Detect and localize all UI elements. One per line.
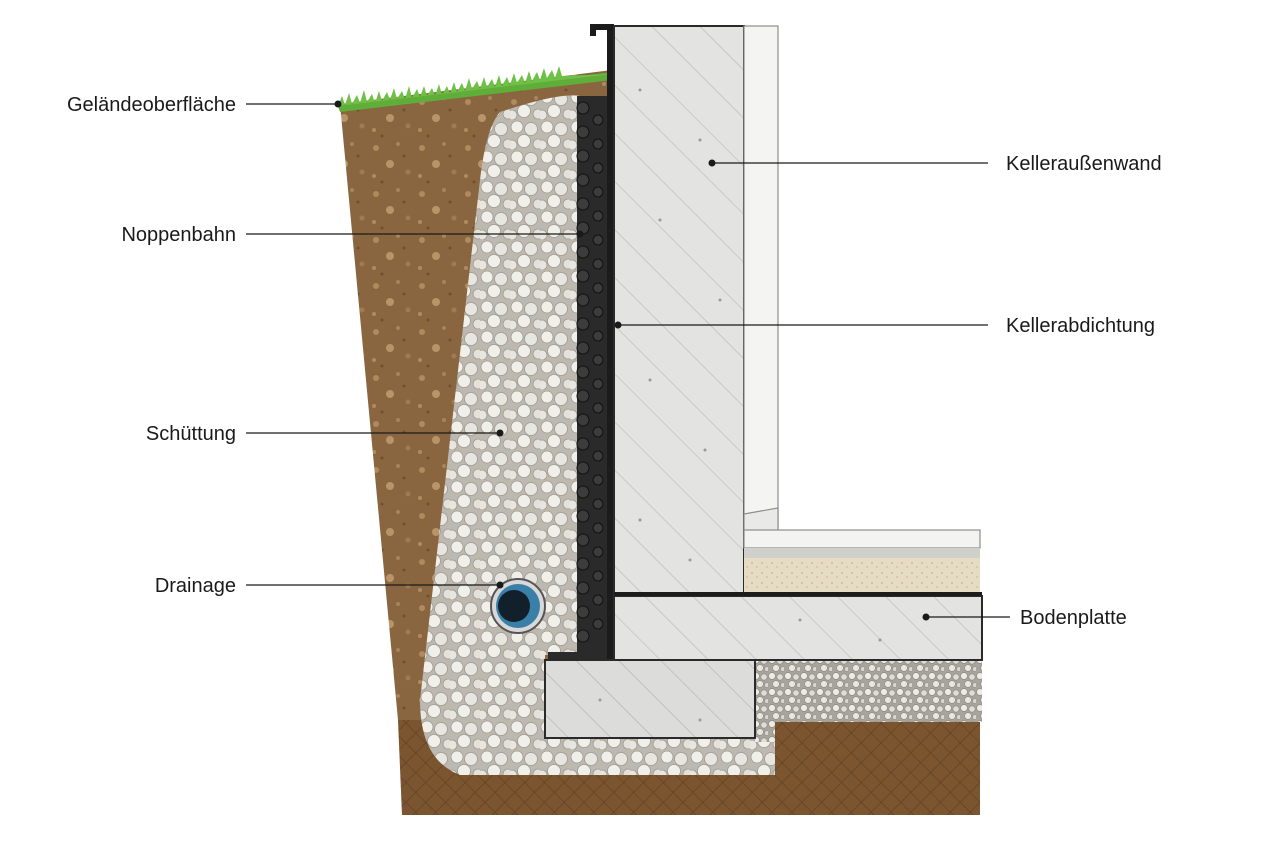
drainage-pipe xyxy=(490,578,546,634)
floor-finish-line xyxy=(744,548,980,558)
grass xyxy=(338,66,612,112)
label-noppenbahn: Noppenbahn xyxy=(121,224,236,246)
gravel-fill xyxy=(420,95,982,776)
concrete-specks xyxy=(598,88,882,722)
label-kelleraussenwand: Kelleraußenwand xyxy=(1006,153,1162,175)
floor-finish xyxy=(743,529,981,549)
leader-lines xyxy=(246,100,1010,621)
gravel-under-slab xyxy=(755,660,982,742)
basement-wall xyxy=(613,25,745,597)
label-bodenplatte: Bodenplatte xyxy=(1020,607,1127,629)
strip-footing xyxy=(544,659,756,739)
floor-membrane xyxy=(614,592,982,596)
label-drainage: Drainage xyxy=(155,575,236,597)
label-kellerabdichtung: Kellerabdichtung xyxy=(1006,315,1155,337)
waterproofing-top xyxy=(590,24,614,36)
dimpled-membrane xyxy=(548,96,607,660)
label-gelaendeoberflaeche: Geländeoberfläche xyxy=(67,94,236,116)
interior-wall-finish xyxy=(743,25,779,547)
waterproofing-layer xyxy=(607,28,614,662)
floor-slab xyxy=(613,595,983,661)
label-schuettung: Schüttung xyxy=(146,423,236,445)
floor-screed xyxy=(744,558,980,592)
